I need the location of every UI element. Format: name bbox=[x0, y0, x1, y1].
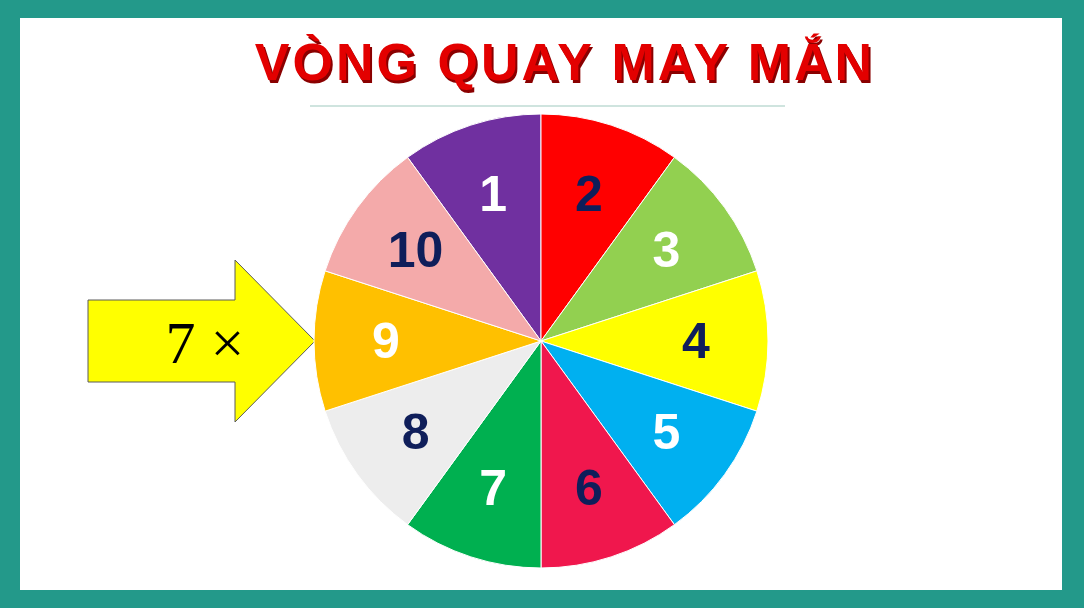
sector-number: 6 bbox=[575, 463, 603, 513]
sector-number: 9 bbox=[372, 316, 400, 366]
sector-number: 3 bbox=[652, 225, 680, 275]
title: VÒNG QUAY MAY MẮN bbox=[255, 36, 875, 88]
sector-wedge bbox=[325, 157, 541, 341]
sector-number: 4 bbox=[682, 316, 710, 366]
sector-number: 1 bbox=[479, 169, 507, 219]
arrow-outline bbox=[88, 260, 315, 422]
title-rule bbox=[310, 106, 785, 107]
sector-number: 7 bbox=[479, 463, 507, 513]
multiplier-text: 7 × bbox=[166, 313, 245, 373]
sector-number: 5 bbox=[652, 407, 680, 457]
sector-number: 8 bbox=[402, 407, 430, 457]
sector-wedge bbox=[541, 341, 674, 568]
sector-number: 2 bbox=[575, 169, 603, 219]
pointer-arrow: 7 × bbox=[87, 258, 317, 424]
sector-number: 10 bbox=[388, 225, 444, 275]
slide-panel bbox=[20, 18, 1062, 590]
